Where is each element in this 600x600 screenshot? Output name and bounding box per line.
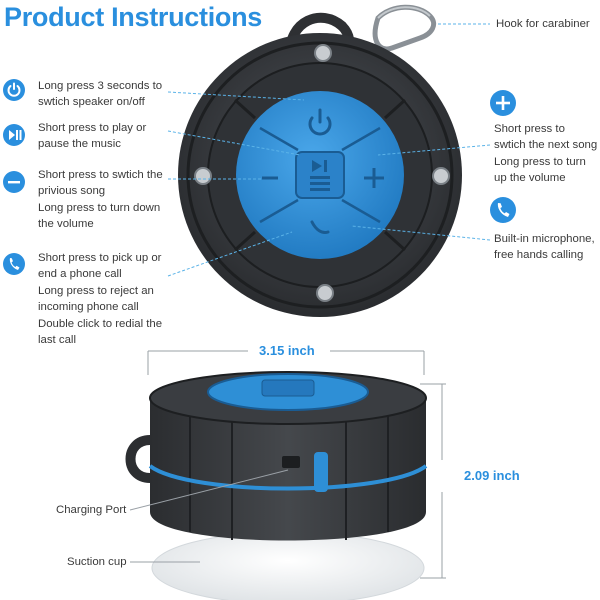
height-dimension: 2.09 inch [464, 468, 520, 483]
play-callout: Short press to play or pause the music [38, 122, 147, 151]
hook-callout: Hook for carabiner [496, 18, 590, 30]
suction-cup [151, 531, 425, 600]
play-button [295, 151, 345, 199]
phone-callout: Short press to pick up or end a phone ca… [38, 252, 163, 347]
phone-icon [3, 253, 25, 275]
blue-stripe [148, 464, 428, 491]
minus-callout: Short press to swtich the privious song … [38, 169, 163, 231]
phone-button [310, 220, 330, 234]
mic-callout: Built-in microphone, free hands calling [494, 233, 595, 262]
power-callout: Long press 3 seconds to swtich speaker o… [38, 80, 163, 109]
microphone-phone-icon [490, 197, 516, 223]
plus-icon [490, 90, 516, 116]
plus-button [364, 168, 384, 188]
carabiner-icon [372, 4, 437, 52]
port-cover [314, 452, 328, 492]
charging-port [282, 456, 300, 468]
speaker-side-body [150, 398, 426, 541]
power-icon [3, 79, 25, 101]
minus-icon [3, 171, 25, 193]
page-title: Product Instructions [4, 2, 263, 32]
power-button [308, 108, 332, 136]
play-pause-icon [3, 124, 25, 146]
hook-loop-icon [125, 435, 151, 483]
charging-callout: Charging Port [56, 504, 127, 516]
bolt-icon [194, 44, 450, 302]
width-dimension: 3.15 inch [259, 343, 315, 358]
plus-callout: Short press to swtich the next song Long… [494, 123, 598, 185]
suction-callout: Suction cup [67, 556, 127, 568]
